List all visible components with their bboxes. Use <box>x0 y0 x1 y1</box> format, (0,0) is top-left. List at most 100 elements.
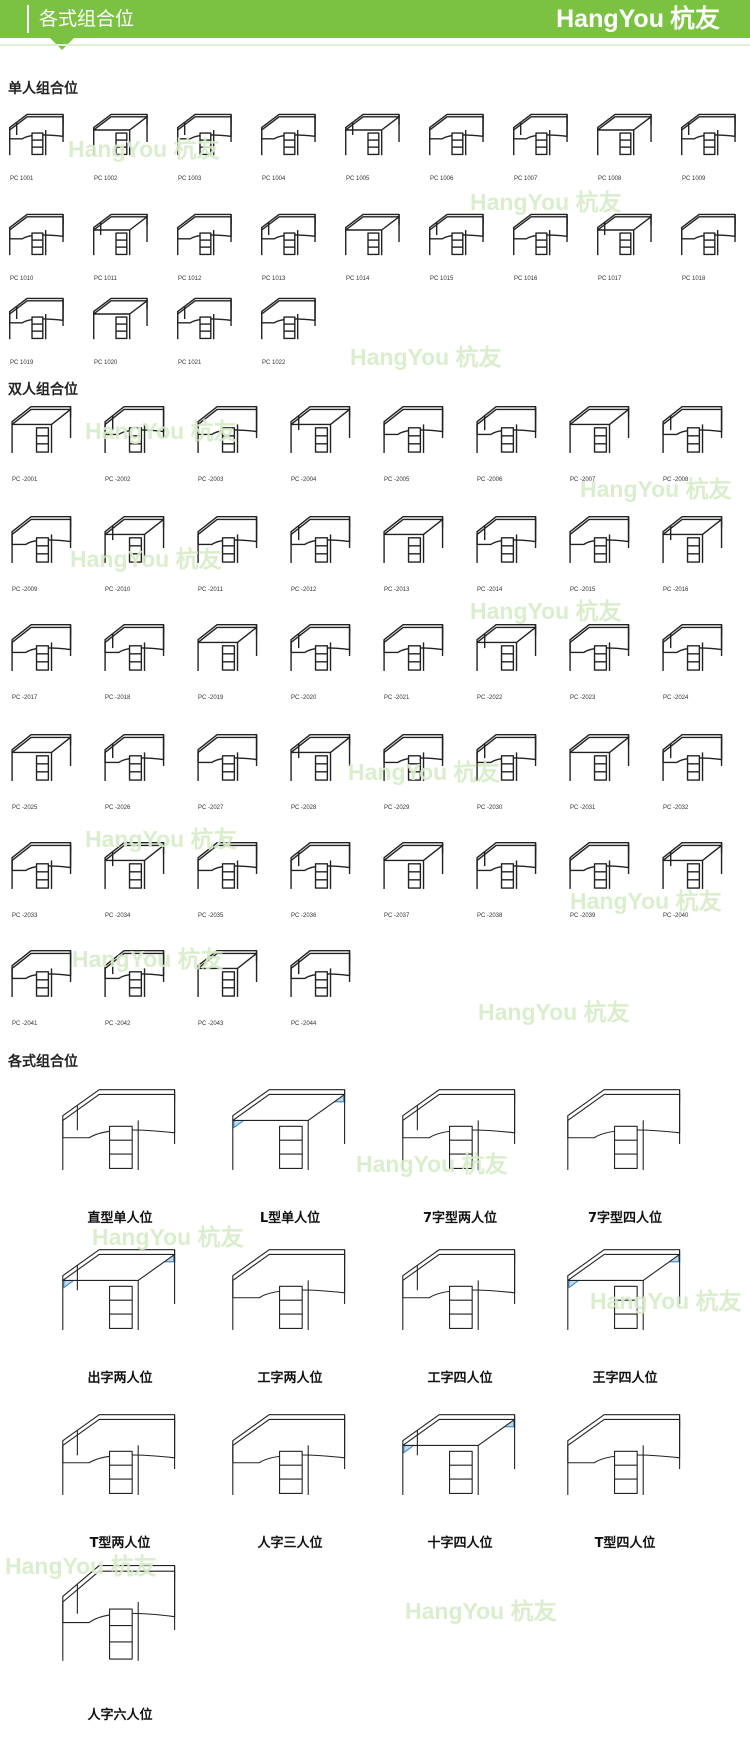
various-item-10: 人字三人位 <box>225 1410 355 1551</box>
single-item-10-label: PC 1010 <box>10 276 34 282</box>
various-item-9-illustration <box>62 1414 176 1495</box>
single-item-16-illustration <box>513 213 568 256</box>
double-item-10: PC -2010 <box>101 514 169 602</box>
watermark-14: HangYou 杭友 <box>92 1224 244 1250</box>
double-item-40-label: PC -2040 <box>663 913 689 919</box>
double-item-41-label: PC -2041 <box>12 1021 38 1027</box>
single-item-21-illustration <box>177 297 232 340</box>
double-item-11: PC -2011 <box>194 514 262 602</box>
double-item-21: PC -2021 <box>380 622 448 710</box>
single-item-6-label: PC 1006 <box>430 176 454 182</box>
double-item-41-illustration <box>11 950 72 997</box>
single-item-17: PC 1017 <box>594 212 656 292</box>
double-item-24-label: PC -2024 <box>663 695 689 701</box>
various-item-5-label: 出字两人位 <box>87 1371 153 1386</box>
single-item-3: PC 1003 <box>174 112 236 192</box>
various-item-8: 王字四人位 <box>560 1245 690 1386</box>
single-item-18: PC 1018 <box>678 212 740 292</box>
double-item-13: PC -2013 <box>380 514 448 602</box>
watermark-9: HangYou 杭友 <box>85 826 237 852</box>
various-item-13: 人字六人位 <box>55 1560 185 1723</box>
various-item-3: 7字型两人位 <box>395 1085 525 1226</box>
double-item-4: PC -2004 <box>287 404 355 492</box>
header-title: 各式组合位 <box>27 5 134 33</box>
watermark-4: HangYou 杭友 <box>85 418 237 444</box>
header-divider <box>0 44 750 46</box>
single-item-7-label: PC 1007 <box>514 176 538 182</box>
single-item-19-label: PC 1019 <box>10 360 34 366</box>
single-item-9-label: PC 1009 <box>682 176 706 182</box>
double-item-2-illustration <box>104 406 165 453</box>
single-item-14-label: PC 1014 <box>346 276 370 282</box>
single-item-21: PC 1021 <box>174 296 236 376</box>
single-item-10: PC 1010 <box>6 212 68 292</box>
various-item-11: 十字四人位 <box>395 1410 525 1551</box>
single-item-11: PC 1011 <box>90 212 152 292</box>
double-item-6-illustration <box>476 406 537 453</box>
double-item-27-illustration <box>197 734 258 781</box>
various-item-8-label: 王字四人位 <box>592 1371 658 1386</box>
double-item-19: PC -2019 <box>194 622 262 710</box>
various-item-7-illustration <box>402 1249 516 1330</box>
watermark-11: HangYou 杭友 <box>72 946 224 972</box>
various-item-4-label: 7字型四人位 <box>587 1211 663 1226</box>
double-item-3-illustration <box>197 406 258 453</box>
double-item-27-label: PC -2027 <box>198 805 224 811</box>
double-item-18-label: PC -2018 <box>105 695 131 701</box>
double-item-23-illustration <box>569 624 630 671</box>
double-item-17: PC -2017 <box>8 622 76 710</box>
various-item-9: T型两人位 <box>55 1410 185 1551</box>
double-item-10-label: PC -2010 <box>105 587 131 593</box>
various-item-5: 出字两人位 <box>55 1245 185 1386</box>
single-item-12: PC 1012 <box>174 212 236 292</box>
single-item-5-illustration <box>345 113 400 156</box>
double-item-36-illustration <box>290 842 351 889</box>
double-item-38-label: PC -2038 <box>477 913 503 919</box>
single-item-20-label: PC 1020 <box>94 360 118 366</box>
double-item-16: PC -2016 <box>659 514 727 602</box>
single-item-19-illustration <box>9 297 64 340</box>
various-item-7: 工字四人位 <box>395 1245 525 1386</box>
single-item-12-illustration <box>177 213 232 256</box>
double-item-5: PC -2005 <box>380 404 448 492</box>
double-item-14-illustration <box>476 516 537 563</box>
double-item-34-label: PC -2034 <box>105 913 131 919</box>
double-item-40: PC -2040 <box>659 840 727 928</box>
single-item-5: PC 1005 <box>342 112 404 192</box>
double-item-14: PC -2014 <box>473 514 541 602</box>
single-item-15: PC 1015 <box>426 212 488 292</box>
various-item-9-label: T型两人位 <box>89 1536 151 1551</box>
double-item-35-label: PC -2035 <box>198 913 224 919</box>
double-item-21-label: PC -2021 <box>384 695 410 701</box>
single-item-14: PC 1014 <box>342 212 404 292</box>
double-item-39-label: PC -2039 <box>570 913 596 919</box>
single-item-6: PC 1006 <box>426 112 488 192</box>
double-item-37-illustration <box>383 842 444 889</box>
brand-latin: HangYou <box>556 5 664 33</box>
double-item-36-label: PC -2036 <box>291 913 317 919</box>
single-item-18-illustration <box>681 213 736 256</box>
double-item-35: PC -2035 <box>194 840 262 928</box>
double-item-44: PC -2044 <box>287 948 355 1036</box>
double-item-42: PC -2042 <box>101 948 169 1036</box>
double-item-36: PC -2036 <box>287 840 355 928</box>
single-item-4: PC 1004 <box>258 112 320 192</box>
double-item-7: PC -2007 <box>566 404 634 492</box>
watermark-5: HangYou 杭友 <box>580 476 732 502</box>
double-item-28-illustration <box>290 734 351 781</box>
double-item-31-label: PC -2031 <box>570 805 596 811</box>
double-item-4-illustration <box>290 406 351 453</box>
watermark-12: HangYou 杭友 <box>478 999 630 1025</box>
single-item-12-label: PC 1012 <box>178 276 202 282</box>
various-item-7-label: 工字四人位 <box>427 1371 493 1386</box>
various-item-6-illustration <box>232 1249 346 1330</box>
double-item-30-illustration <box>476 734 537 781</box>
double-item-13-illustration <box>383 516 444 563</box>
double-item-44-label: PC -2044 <box>291 1021 317 1027</box>
single-item-22: PC 1022 <box>258 296 320 376</box>
various-item-2: L型单人位 <box>225 1085 355 1226</box>
brand-cn: 杭友 <box>669 5 720 33</box>
watermark-6: HangYou 杭友 <box>70 546 222 572</box>
various-item-10-label: 人字三人位 <box>257 1536 323 1551</box>
